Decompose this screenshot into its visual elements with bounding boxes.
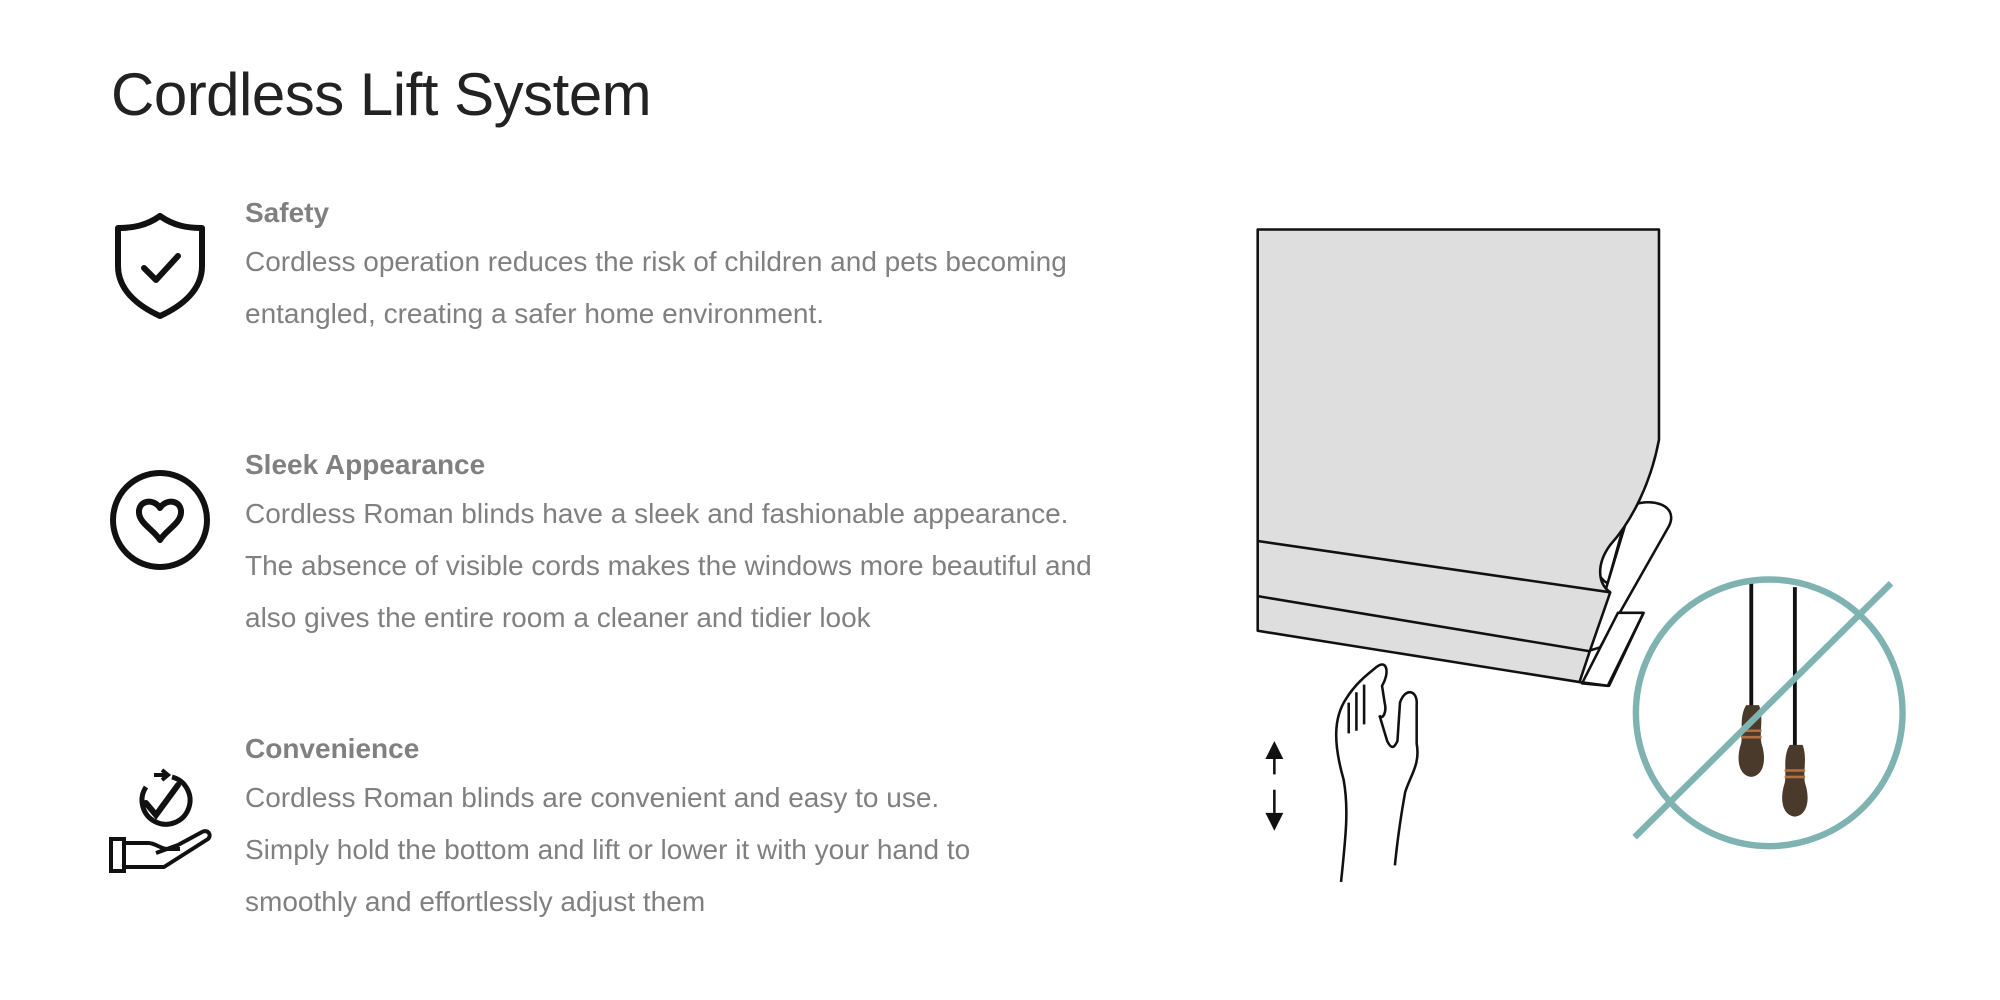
feature-text-line: smoothly and effortlessly adjust them <box>245 886 706 917</box>
feature-heading: Safety <box>245 197 330 228</box>
hand-drawing <box>1334 663 1419 883</box>
feature-text-line: also gives the entire room a cleaner and… <box>245 602 871 633</box>
feature-text-line: entangled, creating a safer home environ… <box>245 298 825 329</box>
no-cords-icon <box>1632 576 1906 850</box>
page-title: Cordless Lift System <box>111 61 652 128</box>
feature-text-line: Cordless Roman blinds have a sleek and f… <box>245 498 1069 529</box>
shield-check-icon <box>108 210 212 320</box>
feature-heading: Convenience <box>245 733 420 764</box>
roman-blind-drawing <box>1256 228 1673 688</box>
feature-text-line: Cordless Roman blinds are convenient and… <box>245 782 940 813</box>
up-down-arrow-icon <box>1265 741 1284 831</box>
heart-circle-icon <box>108 468 212 578</box>
feature-text-line: Cordless operation reduces the risk of c… <box>245 246 1067 277</box>
hand-check-icon <box>108 765 212 875</box>
feature-text-line: The absence of visible cords makes the w… <box>245 550 1092 581</box>
feature-text-line: Simply hold the bottom and lift or lower… <box>245 834 971 865</box>
feature-heading: Sleek Appearance <box>245 449 486 480</box>
